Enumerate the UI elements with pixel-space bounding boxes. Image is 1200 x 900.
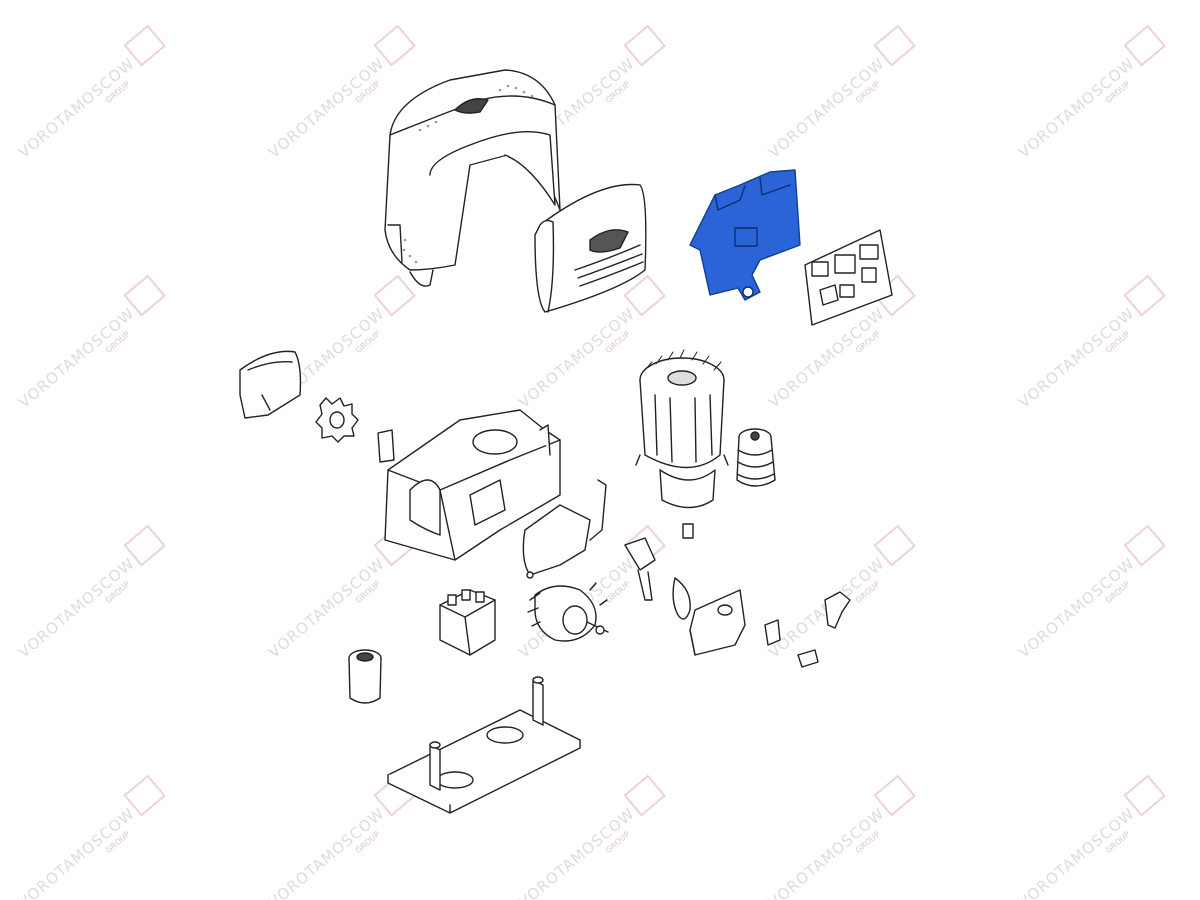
watermark-logo [873, 774, 916, 817]
watermark-logo [623, 274, 666, 317]
watermark-text: VOROTAMOSCOW [15, 54, 138, 161]
watermark-logo [873, 24, 916, 67]
watermark-text: VOROTAMOSCOW [265, 804, 388, 900]
foundation-plate[interactable] [387, 676, 581, 814]
worm-screw[interactable] [736, 428, 776, 487]
release-cover[interactable] [689, 589, 746, 656]
control-board[interactable] [804, 229, 893, 326]
transformer[interactable] [439, 589, 496, 656]
watermark-logo [1123, 274, 1166, 317]
watermark-text: VOROTAMOSCOW [1015, 554, 1138, 661]
watermark-logo [1123, 24, 1166, 67]
control-board-mount[interactable] [689, 169, 801, 301]
watermark-logo [623, 24, 666, 67]
watermark-logo [373, 274, 416, 317]
watermark-text: VOROTAMOSCOW [15, 554, 138, 661]
watermark-text: VOROTAMOSCOW [765, 804, 888, 900]
pinion-gear[interactable] [315, 397, 359, 443]
watermark-logo [1123, 774, 1166, 817]
watermark-text: VOROTAMOSCOW [1015, 54, 1138, 161]
gearbox-housing[interactable] [377, 409, 561, 561]
watermark-text: VOROTAMOSCOW [1015, 304, 1138, 411]
coupling-sleeve[interactable] [348, 649, 382, 704]
watermark-text: VOROTAMOSCOW [15, 304, 138, 411]
motor[interactable] [635, 349, 729, 509]
watermark-logo [373, 24, 416, 67]
watermark-logo [123, 24, 166, 67]
pinion-cover[interactable] [239, 350, 302, 419]
gasket[interactable] [522, 479, 607, 579]
watermark-layer: VOROTAMOSCOWGROUPVOROTAMOSCOWGROUPVOROTA… [15, 24, 1166, 900]
watermark-text: VOROTAMOSCOW [265, 554, 388, 661]
watermark-text: VOROTAMOSCOW [765, 304, 888, 411]
release-key[interactable] [764, 591, 851, 668]
watermark-logo [123, 524, 166, 567]
watermark-logo [873, 524, 916, 567]
top-cover[interactable] [384, 69, 561, 287]
watermark-logo [623, 774, 666, 817]
front-cover[interactable] [534, 183, 647, 313]
watermark-text: VOROTAMOSCOW [1015, 804, 1138, 900]
watermark-text: VOROTAMOSCOW [265, 54, 388, 161]
watermark-logo [123, 774, 166, 817]
watermark-text: VOROTAMOSCOW [515, 804, 638, 900]
watermark-text: VOROTAMOSCOW [765, 54, 888, 161]
watermark-logo [1123, 524, 1166, 567]
watermark-text: VOROTAMOSCOW [15, 804, 138, 900]
watermark-text: VOROTAMOSCOW [515, 304, 638, 411]
watermark-logo [123, 274, 166, 317]
worm-wheel[interactable] [527, 582, 609, 642]
limit-switch[interactable] [624, 523, 694, 620]
